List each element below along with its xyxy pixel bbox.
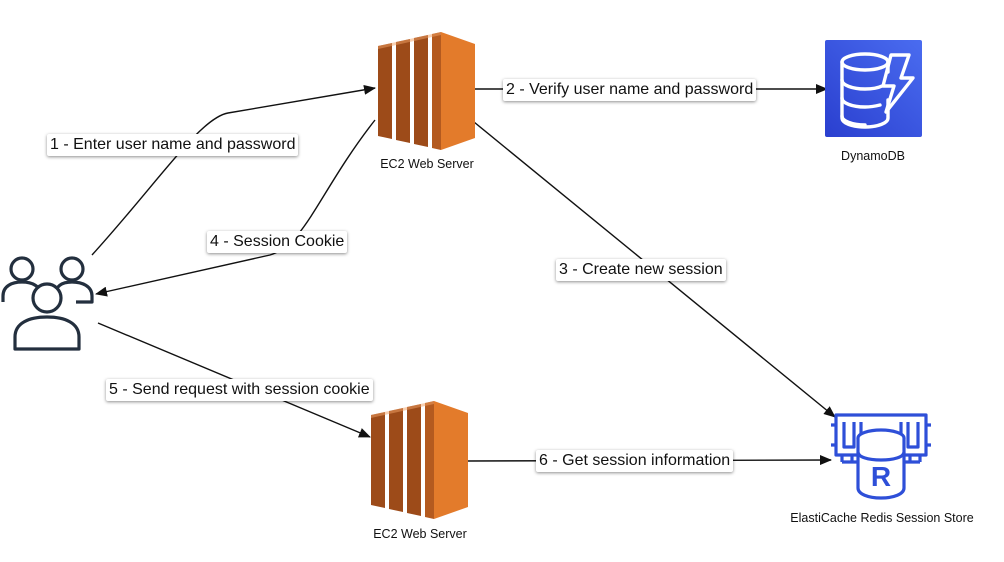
edge-3-label: 3 - Create new session — [556, 259, 726, 281]
ec2-instance-icon — [378, 32, 475, 150]
dynamodb-icon — [825, 40, 922, 137]
svg-text:R: R — [871, 461, 891, 492]
edge-5-label: 5 - Send request with session cookie — [106, 379, 373, 401]
redis-label: ElastiCache Redis Session Store — [790, 511, 974, 525]
users-icon — [1, 256, 94, 351]
ec2-instance-icon — [371, 401, 468, 519]
edge-1-label: 1 - Enter user name and password — [47, 134, 299, 156]
edge-2-label: 2 - Verify user name and password — [503, 79, 757, 101]
elasticache-redis-icon: R — [831, 413, 931, 500]
edge-6-label: 6 - Get session information — [536, 450, 734, 472]
edge-1-arrow — [91, 84, 376, 256]
dynamodb-label: DynamoDB — [841, 149, 905, 163]
ec2-top-label: EC2 Web Server — [380, 157, 474, 171]
ec2-bottom-label: EC2 Web Server — [373, 527, 467, 541]
edge-4-label: 4 - Session Cookie — [207, 231, 348, 253]
